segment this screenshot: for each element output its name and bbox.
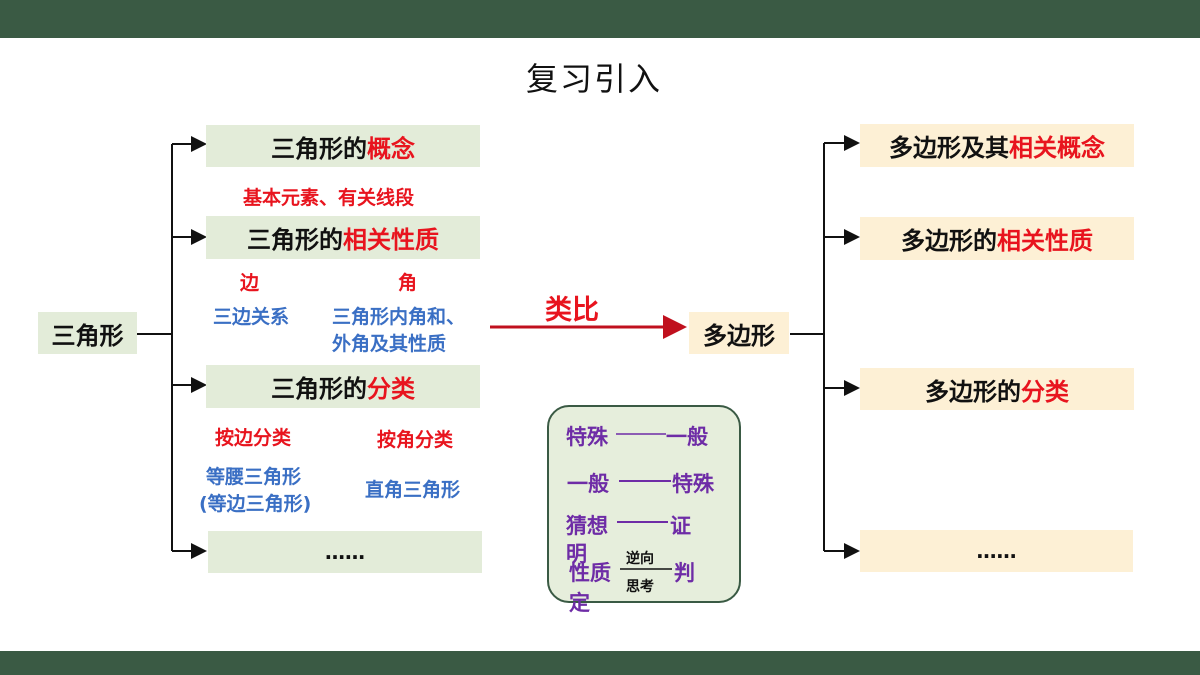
left-ellipsis-box: …… [208,531,482,573]
right-root-node: 多边形 [689,312,789,354]
right-classification-box: 多边形的分类 [860,368,1134,410]
left-properties-highlight: 相关性质 [343,226,439,254]
prop-side-head: 边 [240,272,260,294]
right-concept-box: 多边形及其相关概念 [860,124,1134,167]
right-properties-prefix: 多边形的 [901,227,997,255]
left-concept-box: 三角形的概念 [206,125,480,167]
left-properties-box: 三角形的相关性质 [206,216,480,259]
thinking-line4-c: 定 [569,591,590,615]
left-concept-prefix: 三角形的 [271,134,367,163]
thinking-line4-b: 判 [674,561,695,585]
right-concept-prefix: 多边形及其 [889,134,1009,162]
right-properties-highlight: 相关性质 [997,227,1093,255]
left-root-node: 三角形 [38,312,137,354]
left-classification-box: 三角形的分类 [206,365,480,408]
thinking-line4-a: 性质 [569,561,611,585]
prop-angle-head: 角 [398,272,418,294]
class-angle-item: 直角三角形 [365,479,461,501]
prop-side-item: 三边关系 [213,306,290,328]
thinking-methods-box [547,405,741,603]
bottom-bar [0,651,1200,675]
thinking-line3-a: 猜想 [566,514,608,538]
class-side-item-1: 等腰三角形 [206,466,302,488]
prop-angle-item-1: 三角形内角和、 [332,306,466,328]
left-properties-prefix: 三角形的 [247,226,343,254]
prop-angle-item-2: 外角及其性质 [332,333,447,355]
thinking-line1-b: 一般 [666,425,708,449]
class-by-side: 按边分类 [215,427,292,449]
class-side-item-2: (等边三角形) [199,493,312,515]
top-bar [0,0,1200,38]
left-classification-highlight: 分类 [367,375,415,403]
left-classification-prefix: 三角形的 [271,375,367,403]
right-properties-box: 多边形的相关性质 [860,217,1134,260]
thinking-line3-c: 明 [566,542,587,566]
thinking-line3-b: 证 [670,514,691,538]
right-concept-highlight: 相关概念 [1009,134,1105,162]
right-classification-prefix: 多边形的 [925,377,1021,406]
right-ellipsis-box: …… [860,530,1133,572]
class-by-angle: 按角分类 [377,429,454,451]
thinking-line4-top: 逆向 [626,551,654,567]
thinking-line1-a: 特殊 [566,425,608,449]
thinking-line2-b: 特殊 [672,472,714,496]
left-concept-highlight: 概念 [367,134,415,163]
left-concept-sub: 基本元素、有关线段 [243,187,415,209]
thinking-line4-bottom: 思考 [626,579,654,595]
right-classification-highlight: 分类 [1021,377,1069,406]
page-title: 复习引入 [526,60,663,98]
analogy-label: 类比 [545,295,599,326]
thinking-line2-a: 一般 [567,472,609,496]
